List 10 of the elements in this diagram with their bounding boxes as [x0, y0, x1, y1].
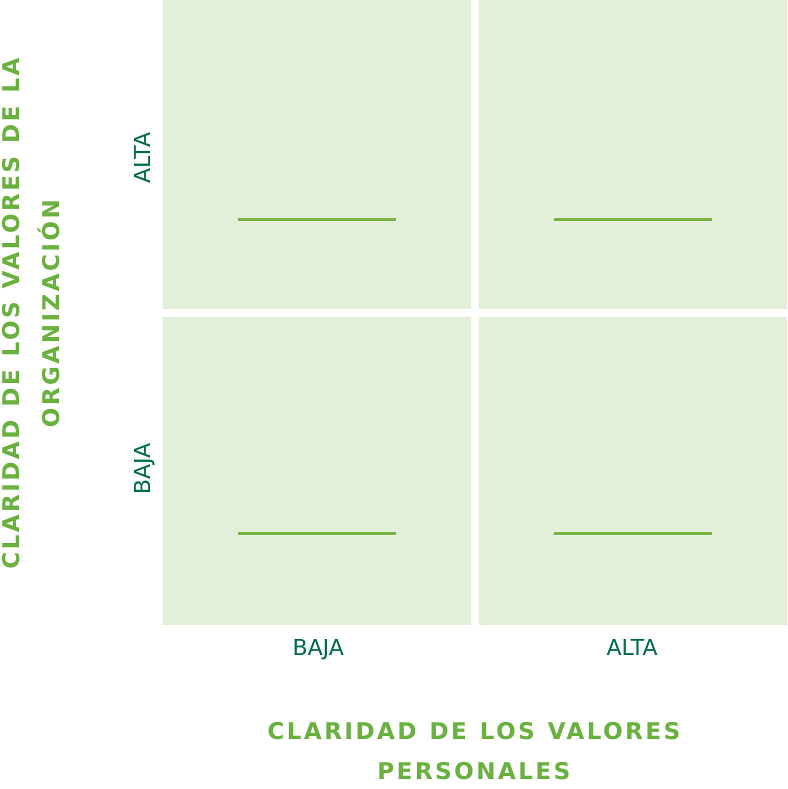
axis-title: CLARIDAD DE LOS VALORES DE LA ORGANIZACIÓN	[0, 54, 66, 571]
axis-tick-label: BAJA	[130, 442, 156, 494]
axis-tick-label: BAJA	[292, 636, 344, 660]
axis-title: CLARIDAD DE LOS VALORES PERSONALES	[266, 718, 684, 787]
quadrant-box	[479, 0, 787, 309]
axis-tick-label: ALTA	[130, 131, 156, 183]
quadrant-box	[163, 0, 471, 309]
quadrant-box	[479, 317, 787, 625]
axis-tick-label: ALTA	[606, 636, 658, 660]
quadrant-box	[163, 317, 471, 625]
